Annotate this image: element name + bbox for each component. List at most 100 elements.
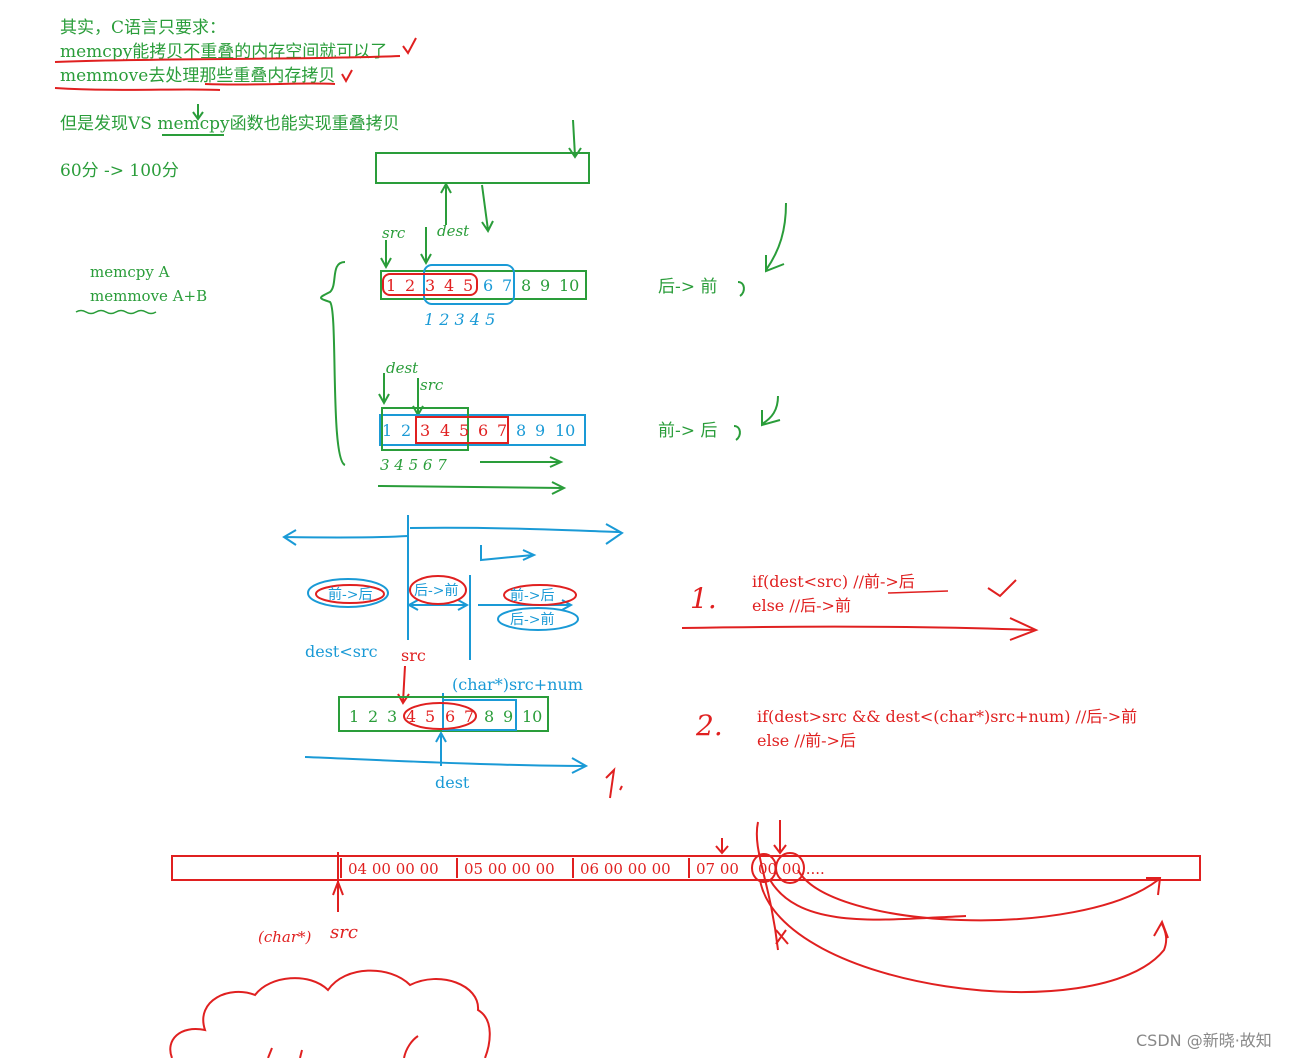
array-cell: 2: [401, 421, 411, 440]
question-mark-2-icon: [734, 426, 740, 440]
brace: [321, 262, 345, 465]
note-line-5: 60分 -> 100分: [60, 161, 179, 181]
checkmark-1-icon: [403, 38, 416, 53]
region-right-arrow-icon: [410, 524, 622, 544]
memory-group: 07 00: [696, 860, 739, 878]
array-cell: 10: [555, 421, 575, 440]
memory-group: 05 00 00 00: [464, 860, 555, 878]
rule1-underline: [888, 591, 948, 593]
question-mark-1-icon: [738, 282, 744, 296]
note-line-4: 但是发现VS memcpy函数也能实现重叠拷贝: [60, 114, 400, 134]
arrow-into-box-icon: [569, 120, 581, 157]
array1-dest-label: dest: [437, 222, 470, 240]
checkmark-3-icon: [988, 580, 1016, 596]
memory-curve-3: [798, 870, 1160, 920]
array-cell: 7: [497, 421, 507, 440]
memory-char-label: (char*): [258, 928, 312, 946]
rule1-arrow-icon: [682, 618, 1036, 640]
wavy-underline: [76, 311, 156, 314]
memory-down-arrow-icon: [774, 820, 786, 853]
label-dest-lt-src: dest<src: [305, 642, 378, 661]
array1-src-arrow-icon: [381, 240, 391, 267]
array-cell: 6: [478, 421, 488, 440]
array-cell: 2: [405, 276, 415, 295]
array-cell: 5: [425, 707, 435, 726]
rule1-number: 1.: [690, 582, 717, 615]
arrow-down-box-icon: [482, 185, 493, 231]
memory-group: 06 00 00 00: [580, 860, 671, 878]
array-cell: 8: [484, 707, 494, 726]
top-green-box: [376, 153, 589, 183]
label-dest: dest: [435, 773, 470, 792]
array-cell: 4: [444, 276, 454, 295]
array-cell: 8: [516, 421, 526, 440]
array-cell: 9: [503, 707, 513, 726]
array-cell: 7: [464, 707, 474, 726]
array1-below-numbers: 1 2 3 4 5: [424, 310, 495, 329]
array2-dest-arrow-icon: [379, 373, 389, 403]
scribble-icon: [606, 770, 622, 798]
array2-check-arrow-icon: [762, 396, 780, 425]
array2-below-numbers: 3 4 5 6 7: [380, 456, 447, 474]
array2-arrow-short-icon: [480, 457, 561, 467]
array-cell: 5: [463, 276, 473, 295]
array2-direction: 前-> 后: [658, 421, 717, 441]
side-memmove: memmove A+B: [90, 287, 207, 305]
memory-cross-icon: [776, 930, 788, 944]
memory-strip: [172, 856, 1200, 880]
array-cell: 3: [420, 421, 430, 440]
rule2-line2: else //前->后: [757, 731, 856, 750]
array-cell: 6: [483, 276, 493, 295]
side-memcpy: memcpy A: [90, 263, 170, 281]
note-line-1: 其实，C语言只要求：: [60, 18, 226, 38]
array-cell: 9: [540, 276, 550, 295]
array-cell: 10: [522, 707, 542, 726]
memory-tail: 00 00 ....: [758, 860, 825, 878]
region-small-arrow-icon: [481, 545, 534, 560]
array1-check-arrow-icon: [766, 203, 786, 271]
checkmark-2-icon: [342, 70, 352, 81]
label-src: src: [401, 646, 426, 665]
region-right-top-label: 前->后: [510, 587, 554, 604]
array-cell: 3: [387, 707, 397, 726]
watermark: CSDN @新晓·故知: [1136, 1031, 1272, 1050]
array-cell: 1: [386, 276, 396, 295]
array3-bottom-arrow-icon: [305, 757, 586, 773]
cloud-shape: [170, 971, 489, 1058]
array-cell: 1: [382, 421, 392, 440]
array-cell: 7: [502, 276, 512, 295]
cloud-scribbles: [268, 1036, 418, 1058]
arrow-up-dest-icon: [441, 184, 451, 225]
array1-direction: 后-> 前: [658, 277, 717, 297]
array-cell: 8: [521, 276, 531, 295]
memory-group: 04 00 00 00: [348, 860, 439, 878]
array-cell: 4: [406, 707, 416, 726]
dest-arrow-icon: [436, 733, 446, 766]
array-cell: 10: [559, 276, 579, 295]
array1-src-label: src: [382, 224, 406, 242]
memory-groups: 04 00 00 00 05 00 00 00 06 00 00 00 07 00: [348, 860, 739, 878]
region-left-arrow-icon: [284, 530, 408, 545]
rule1-line2: else //后->前: [752, 596, 851, 615]
array-cell: 2: [368, 707, 378, 726]
array2-dest-label: dest: [386, 359, 419, 377]
array-cell: 6: [445, 707, 455, 726]
rule2-line1: if(dest>src && dest<(char*)src+num) //后-…: [757, 707, 1137, 726]
array1-dest-arrow-icon: [421, 227, 431, 263]
array-cell: 5: [459, 421, 469, 440]
memory-src-label: src: [330, 922, 358, 943]
array-cell: 3: [425, 276, 435, 295]
region-right-bottom-label: 后->前: [510, 611, 554, 628]
region-left-label: 前->后: [328, 586, 372, 603]
array-cell: 1: [349, 707, 359, 726]
array-cell: 4: [440, 421, 450, 440]
rule1-line1: if(dest<src) //前->后: [752, 572, 915, 591]
rule2-number: 2.: [695, 709, 723, 742]
label-src-num: (char*)src+num: [452, 675, 583, 694]
region-middle-label: 后->前: [414, 582, 458, 599]
array2-arrow-long-icon: [378, 482, 564, 494]
array2-src-label: src: [420, 376, 444, 394]
